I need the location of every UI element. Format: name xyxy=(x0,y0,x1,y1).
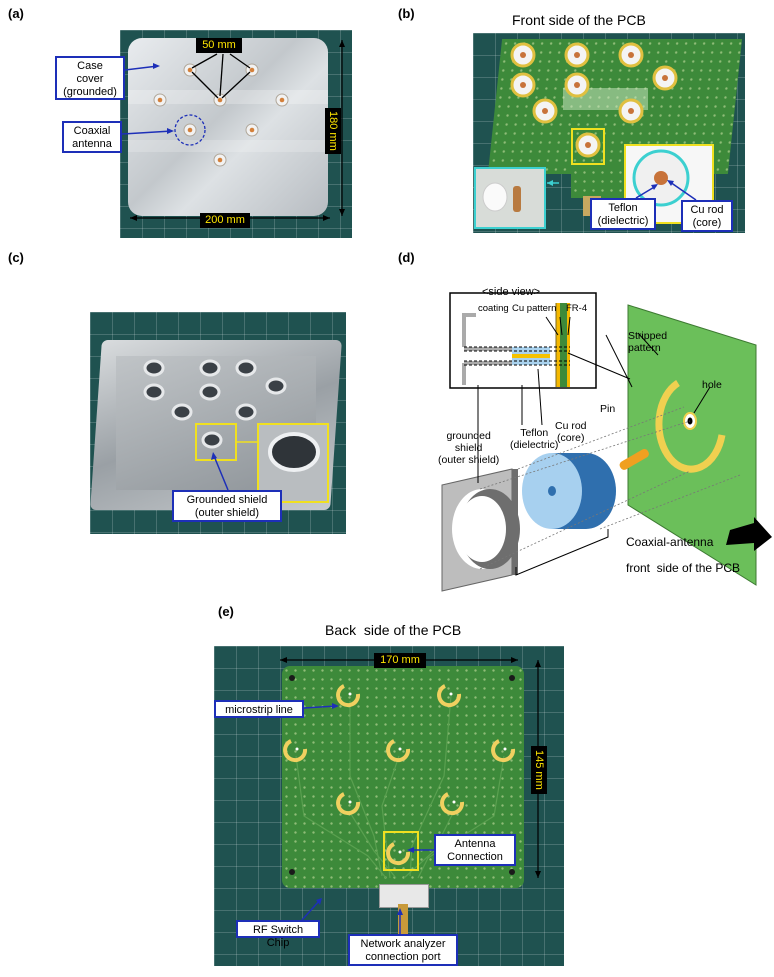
panel-b-photo xyxy=(473,33,745,233)
dim-145mm: 145 mm xyxy=(531,746,547,794)
fr4-label: FR-4 xyxy=(566,303,588,314)
panel-a-photo xyxy=(120,30,352,238)
front-side-label: front side of the PCB xyxy=(626,561,741,575)
callout-cu-rod: Cu rod (core) xyxy=(681,200,733,232)
coating-label: coating xyxy=(478,303,509,314)
panel-d-label: (d) xyxy=(398,250,415,265)
case-cover-plate xyxy=(128,38,328,216)
stripped-pattern-label: Stripped pattern xyxy=(628,330,668,354)
dim-170mm: 170 mm xyxy=(374,653,426,668)
panel-e-title: Back side of the PCB xyxy=(325,622,462,638)
callout-teflon: Teflon (dielectric) xyxy=(590,198,656,230)
panel-e-photo xyxy=(214,646,564,966)
teflon-label: Teflon (dielectric) xyxy=(510,427,559,451)
panel-b-title: Front side of the PCB xyxy=(512,12,646,28)
dim-180mm: 180 mm xyxy=(325,108,341,154)
coax-antenna-markers xyxy=(153,53,289,167)
grounded-shields xyxy=(143,359,329,503)
cu-pattern-label: Cu pattern xyxy=(512,303,557,314)
panel-b-label: (b) xyxy=(398,6,415,21)
callout-coaxial-antenna: Coaxial antenna xyxy=(62,121,122,153)
panel-a-label: (a) xyxy=(8,6,24,21)
callout-rf-switch: RF Switch Chip xyxy=(236,920,320,949)
panel-e-label: (e) xyxy=(218,604,234,619)
panel-c-label: (c) xyxy=(8,250,24,265)
callout-grounded-shield: Grounded shield (outer shield) xyxy=(172,490,282,522)
cu-rod-label: Cu rod (core) xyxy=(555,420,587,444)
callout-case-cover: Case cover (grounded) xyxy=(55,56,125,100)
pin-label: Pin xyxy=(600,403,616,415)
dim-50mm: 50 mm xyxy=(196,38,242,53)
callout-microstrip: microstrip line xyxy=(214,700,304,718)
coaxial-antenna-label: Coaxial-antenna xyxy=(626,535,714,549)
side-view-label: <side view> xyxy=(482,286,541,298)
callout-antenna-connection: Antenna Connection xyxy=(434,834,516,866)
dim-200mm: 200 mm xyxy=(200,213,250,228)
grounded-shield-label: grounded shield (outer shield) xyxy=(438,430,500,466)
panel-c-photo xyxy=(90,312,346,534)
pcb-back xyxy=(282,666,524,888)
coax-antenna-diagram xyxy=(441,292,772,592)
callout-network-port: Network analyzer connection port xyxy=(348,934,458,966)
hole-label: hole xyxy=(702,379,722,391)
microstrip-antennas xyxy=(283,675,516,879)
